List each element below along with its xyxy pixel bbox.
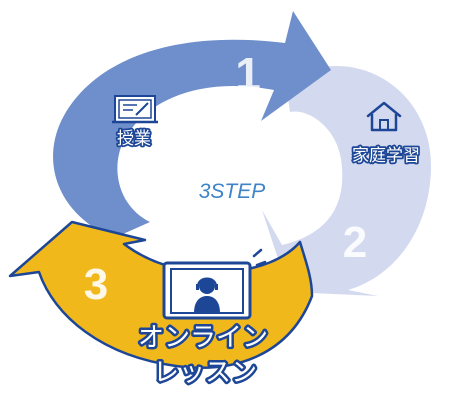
step2-number: 2 [343,218,367,267]
step3-label-line2: レッスン [153,357,257,387]
step1-arrow [53,11,332,238]
video-lesson-monitor-icon [162,248,267,320]
step2-label: 家庭学習 [352,146,420,165]
step3-label-line1: オンライン [138,322,268,352]
step1-number: 1 [235,48,261,100]
step1-label: 授業 [117,129,151,148]
house-icon [366,101,402,132]
whiteboard-icon [112,95,158,124]
center-label: 3STEP [199,180,266,203]
step3-number: 3 [84,260,108,309]
